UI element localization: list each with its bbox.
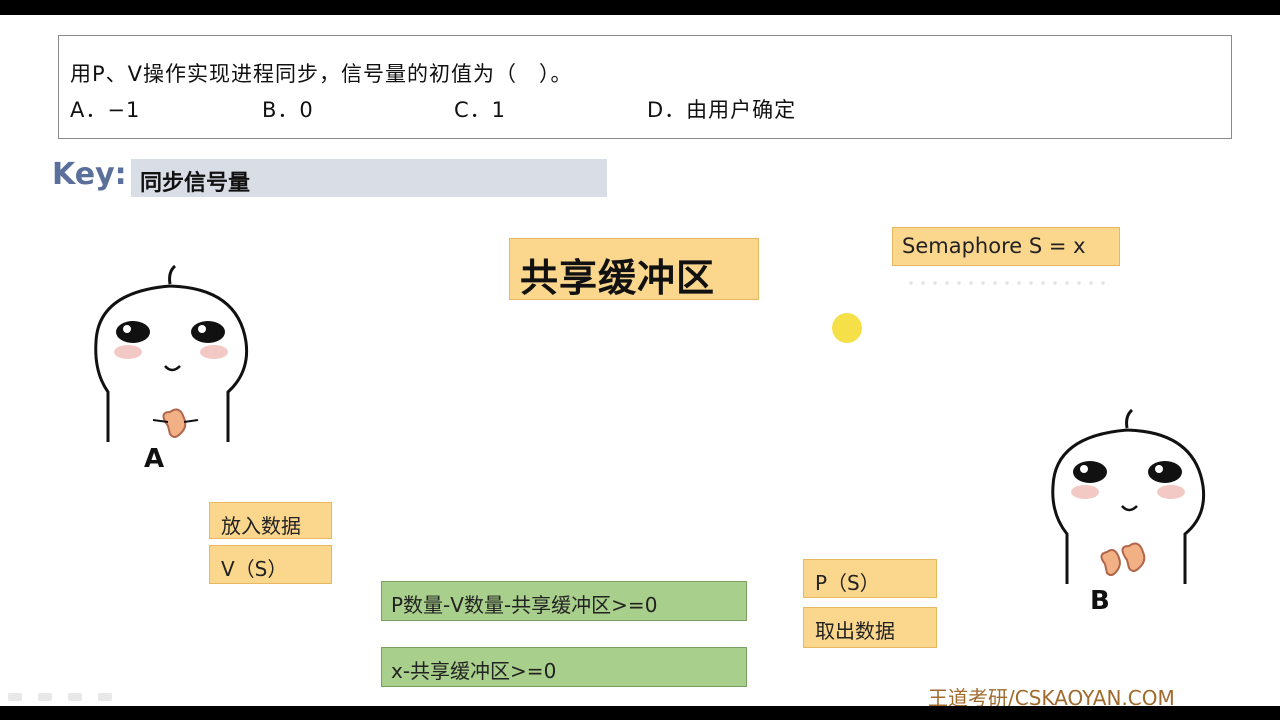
b-step2-label: 取出数据 — [815, 619, 895, 643]
a-step2-box: V（S） — [209, 545, 332, 584]
faded-dots — [905, 279, 1110, 287]
shared-buffer-box: 共享缓冲区 — [509, 238, 759, 300]
next-arrow-icon[interactable] — [98, 693, 112, 701]
b-step1-label: P（S） — [815, 571, 880, 595]
character-b-icon — [1051, 408, 1206, 584]
pointer-highlight-icon — [832, 313, 862, 343]
expression-1: P数量-V数量-共享缓冲区>=0 — [391, 593, 658, 617]
character-a-icon — [94, 264, 249, 442]
a-step2-label: V（S） — [221, 557, 288, 581]
option-b: B．0 — [262, 98, 314, 122]
question-box: 用P、V操作实现进程同步，信号量的初值为（ ）。 A．−1 B．0 C．1 D．… — [58, 35, 1232, 139]
question-text: 用P、V操作实现进程同步，信号量的初值为（ ）。 — [70, 62, 573, 86]
a-step1-label: 放入数据 — [221, 514, 301, 538]
b-step2-box: 取出数据 — [803, 607, 937, 648]
b-step1-box: P（S） — [803, 559, 937, 598]
process-a-label: A — [144, 444, 165, 474]
expression-box-2: x-共享缓冲区>=0 — [381, 647, 747, 687]
option-a: A．−1 — [70, 98, 141, 122]
semaphore-label: Semaphore S = x — [902, 234, 1086, 258]
slide-controls[interactable] — [8, 686, 148, 701]
bottom-black-bar — [0, 706, 1280, 720]
top-black-bar — [0, 0, 1280, 15]
key-prefix: Key: — [52, 157, 127, 192]
pen-icon[interactable] — [38, 693, 52, 701]
option-d: D．由用户确定 — [647, 98, 797, 122]
key-text: 同步信号量 — [140, 171, 251, 196]
a-step1-box: 放入数据 — [209, 502, 332, 539]
process-b-label: B — [1090, 586, 1110, 616]
shared-buffer-label: 共享缓冲区 — [520, 256, 716, 300]
expression-2: x-共享缓冲区>=0 — [391, 659, 557, 683]
key-bar: 同步信号量 — [131, 159, 607, 197]
semaphore-box: Semaphore S = x — [892, 227, 1120, 266]
option-c: C．1 — [454, 98, 507, 122]
prev-arrow-icon[interactable] — [8, 693, 22, 701]
expression-box-1: P数量-V数量-共享缓冲区>=0 — [381, 581, 747, 621]
menu-icon[interactable] — [68, 693, 82, 701]
